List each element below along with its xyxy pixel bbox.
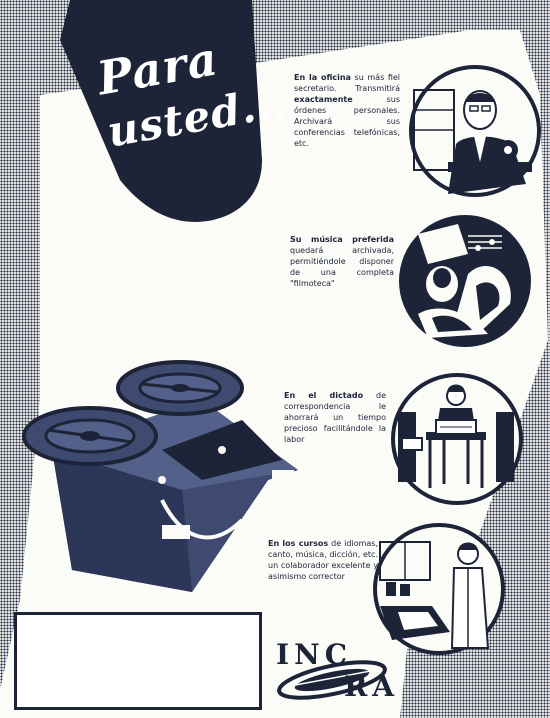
caption-office-lead: En la oficina <box>294 73 351 82</box>
caption-classes-text: de idiomas, canto, música, dicción, etc.… <box>268 539 378 581</box>
dictation-scene-icon <box>391 373 523 505</box>
caption-office-text: su más fiel secretario. Transmitirá <box>294 73 401 93</box>
classroom-scene-icon <box>373 523 505 655</box>
caption-dictation-lead: En el dictado <box>284 391 364 400</box>
blank-coupon-box <box>14 612 262 710</box>
tape-recorder-icon <box>22 360 298 592</box>
caption-music-text: quedará archivada, permitiéndole dispone… <box>290 246 394 288</box>
caption-dictation-text: de correspondencia le ahorrará un tiempo… <box>284 391 386 444</box>
caption-classes: En los cursos de idiomas, canto, música,… <box>268 538 378 582</box>
music-scene-icon <box>399 215 531 347</box>
caption-classes-lead: En los cursos <box>268 539 329 548</box>
incra-logo <box>277 660 387 700</box>
title-pennant <box>60 0 262 222</box>
logo-text-inc: INC <box>276 638 352 671</box>
logo-text-ra: RA <box>344 670 399 703</box>
caption-office-tail: sus órdenes personales. Archivará sus co… <box>294 95 400 148</box>
caption-music: Su música preferida quedará archivada, p… <box>290 234 394 289</box>
caption-office-emph: exactamente <box>294 95 353 104</box>
caption-dictation: En el dictado de correspondencia le ahor… <box>284 390 386 445</box>
office-scene-icon <box>409 65 541 197</box>
caption-office: En la oficina su más fiel secretario. Tr… <box>294 72 400 149</box>
caption-music-lead: Su música preferida <box>290 235 394 244</box>
